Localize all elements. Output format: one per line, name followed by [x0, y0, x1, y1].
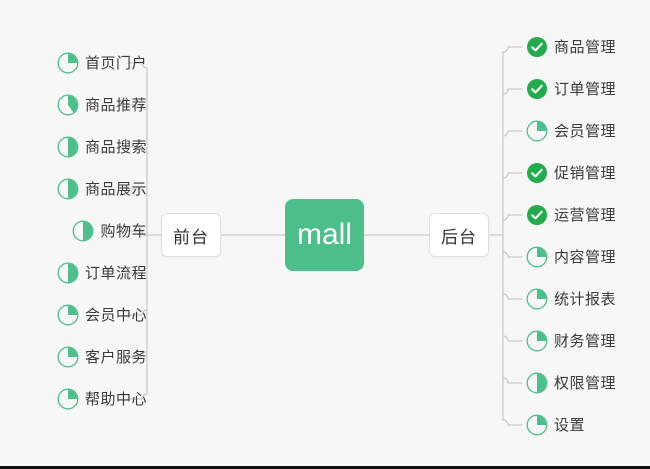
leaf-node-label: 商品展示 — [84, 180, 147, 198]
leaf-node-label: 购物车 — [100, 222, 147, 240]
leaf-node-label: 促销管理 — [554, 164, 617, 182]
leaf-node-back-8[interactable]: 权限管理 — [526, 370, 616, 396]
leaf-node-back-2[interactable]: 会员管理 — [526, 118, 616, 144]
pie-icon — [57, 346, 79, 368]
leaf-node-label: 设置 — [554, 416, 586, 434]
branch-node-front-label: 前台 — [173, 227, 209, 247]
leaf-node-front-2[interactable]: 商品搜索 — [57, 134, 147, 160]
leaf-node-front-0[interactable]: 首页门户 — [57, 50, 147, 76]
leaf-node-label: 权限管理 — [554, 374, 617, 392]
leaf-node-label: 会员中心 — [84, 306, 147, 324]
pie-icon — [72, 220, 94, 242]
pie-icon — [57, 178, 79, 200]
root-node-mall[interactable]: mall — [285, 199, 364, 271]
leaf-node-label: 客户服务 — [84, 348, 147, 366]
leaf-node-label: 商品推荐 — [84, 96, 147, 114]
branch-node-back[interactable]: 后台 — [429, 213, 489, 257]
leaf-node-label: 首页门户 — [84, 54, 147, 72]
pie-icon — [526, 414, 548, 436]
pie-icon — [526, 288, 548, 310]
pie-icon — [57, 304, 79, 326]
leaf-node-front-7[interactable]: 客户服务 — [57, 344, 147, 370]
leaf-node-label: 商品管理 — [554, 38, 617, 56]
pie-icon — [57, 388, 79, 410]
leaf-node-back-4[interactable]: 运营管理 — [526, 202, 616, 228]
leaf-node-front-1[interactable]: 商品推荐 — [57, 92, 147, 118]
pie-icon — [57, 94, 79, 116]
check-circle-icon — [526, 204, 548, 226]
check-circle-icon — [526, 162, 548, 184]
pie-icon — [526, 372, 548, 394]
pie-icon — [57, 52, 79, 74]
leaf-node-back-1[interactable]: 订单管理 — [526, 76, 616, 102]
leaf-node-front-6[interactable]: 会员中心 — [57, 302, 147, 328]
leaf-node-label: 帮助中心 — [84, 390, 147, 408]
branch-node-back-label: 后台 — [441, 227, 477, 247]
check-circle-icon — [526, 78, 548, 100]
leaf-node-label: 订单管理 — [554, 80, 617, 98]
pie-icon — [526, 120, 548, 142]
leaf-node-back-3[interactable]: 促销管理 — [526, 160, 616, 186]
leaf-node-front-5[interactable]: 订单流程 — [57, 260, 147, 286]
leaf-node-back-5[interactable]: 内容管理 — [526, 244, 616, 270]
leaf-node-front-4[interactable]: 购物车 — [72, 218, 147, 244]
leaf-node-label: 统计报表 — [554, 290, 617, 308]
leaf-node-back-9[interactable]: 设置 — [526, 412, 585, 438]
pie-icon — [57, 136, 79, 158]
leaf-node-label: 会员管理 — [554, 122, 617, 140]
check-circle-icon — [526, 36, 548, 58]
leaf-node-label: 内容管理 — [554, 248, 617, 266]
pie-icon — [526, 246, 548, 268]
leaf-node-back-7[interactable]: 财务管理 — [526, 328, 616, 354]
leaf-node-label: 订单流程 — [84, 264, 147, 282]
leaf-node-back-6[interactable]: 统计报表 — [526, 286, 616, 312]
leaf-node-label: 运营管理 — [554, 206, 617, 224]
leaf-node-label: 商品搜索 — [84, 138, 147, 156]
pie-icon — [526, 330, 548, 352]
leaf-node-front-8[interactable]: 帮助中心 — [57, 386, 147, 412]
branch-node-front[interactable]: 前台 — [161, 213, 221, 257]
leaf-node-back-0[interactable]: 商品管理 — [526, 34, 616, 60]
leaf-node-label: 财务管理 — [554, 332, 617, 350]
root-node-label: mall — [296, 218, 352, 251]
pie-icon — [57, 262, 79, 284]
leaf-node-front-3[interactable]: 商品展示 — [57, 176, 147, 202]
